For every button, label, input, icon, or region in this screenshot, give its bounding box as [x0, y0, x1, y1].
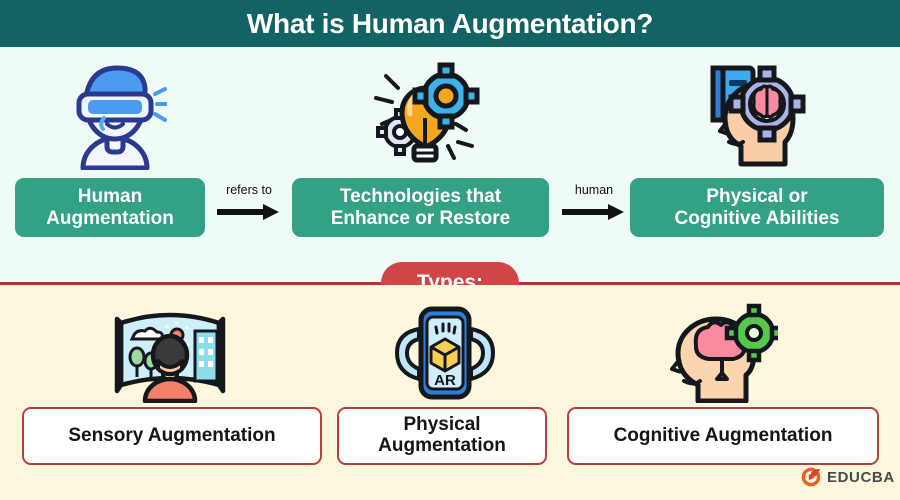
flow-box-text: Technologies that Enhance or Restore	[331, 186, 511, 229]
flow-box-abilities[interactable]: Physical or Cognitive Abilities	[630, 178, 884, 237]
educba-logo-text: EDUCBA	[827, 468, 895, 486]
flow-box-technologies[interactable]: Technologies that Enhance or Restore	[292, 178, 549, 237]
type-box-physical-augmentation[interactable]: Physical Augmentation	[337, 407, 547, 465]
type-box-text: Physical Augmentation	[378, 414, 506, 457]
types-label-row: Sensory Augmentation Physical Augmentati…	[0, 407, 900, 469]
type-box-line2: Augmentation	[378, 435, 506, 456]
immersive-screen-person-icon	[105, 300, 235, 405]
type-box-line1: Sensory Augmentation	[68, 424, 276, 446]
definition-section: Human Augmentation refers to Technologie…	[0, 47, 900, 283]
connector-label: refers to	[226, 183, 272, 197]
type-box-text: Sensory Augmentation	[68, 424, 276, 447]
flow-box-line1: Human	[77, 186, 143, 208]
header-bar: What is Human Augmentation?	[0, 0, 900, 47]
educba-logo[interactable]: EDUCBA	[800, 466, 895, 488]
head-brain-green-gear-icon	[655, 300, 785, 405]
types-section: AR	[0, 285, 900, 500]
vr-headset-person-icon	[50, 55, 180, 173]
connector-label: human	[574, 183, 614, 197]
ar-screen-label: AR	[434, 372, 456, 389]
page-title: What is Human Augmentation?	[246, 7, 654, 39]
definition-flow-row: Human Augmentation refers to Technologie…	[0, 178, 900, 240]
flow-box-line2: Augmentation	[46, 207, 174, 229]
definition-icon-row	[0, 55, 900, 173]
connector-human: human	[555, 184, 633, 232]
arrow-right-icon	[562, 204, 624, 220]
type-box-cognitive-augmentation[interactable]: Cognitive Augmentation	[567, 407, 879, 465]
type-box-line1: Physical	[403, 414, 481, 436]
type-box-line1: Cognitive Augmentation	[613, 424, 833, 446]
lightbulb-gears-icon	[360, 55, 490, 173]
ar-phone-cube-icon: AR	[380, 300, 510, 405]
flow-box-line1: Physical or	[706, 186, 808, 208]
types-icon-row: AR	[0, 300, 900, 405]
arrow-right-icon	[217, 204, 279, 220]
flow-box-text: Physical or Cognitive Abilities	[674, 186, 839, 229]
flow-box-line2: Cognitive Abilities	[674, 207, 840, 229]
flow-box-human-augmentation[interactable]: Human Augmentation	[15, 178, 205, 237]
flow-box-line2: Enhance or Restore	[330, 207, 511, 229]
connector-refers-to: refers to	[210, 184, 288, 232]
type-box-text: Cognitive Augmentation	[613, 424, 833, 447]
head-brain-gear-device-icon	[690, 55, 820, 173]
type-box-sensory-augmentation[interactable]: Sensory Augmentation	[22, 407, 322, 465]
flow-box-line1: Technologies that	[339, 186, 502, 208]
educba-play-circle-icon	[801, 467, 821, 487]
flow-box-text: Human Augmentation	[46, 186, 174, 229]
